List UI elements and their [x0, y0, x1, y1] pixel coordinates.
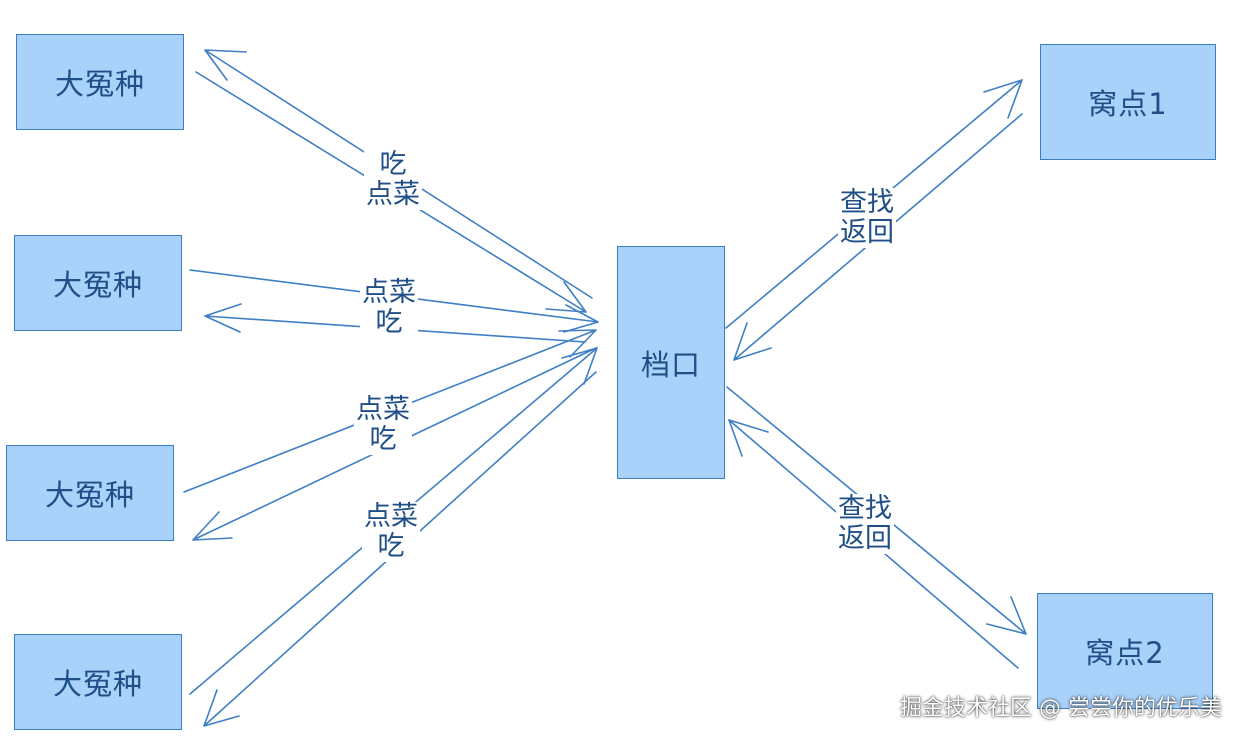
edge-label-line-1: 点菜 [356, 394, 410, 425]
edge-label-line-2: 点菜 [366, 179, 420, 210]
edge-label-kitchen-2: 查找 返回 [836, 494, 894, 554]
edge-label-line-1: 点菜 [362, 277, 416, 308]
edge-label-line-1: 点菜 [364, 501, 418, 532]
edge-label-line-1: 吃 [379, 149, 407, 180]
kitchen-node-1: 窝点1 [1040, 44, 1216, 160]
edge-label-customer-3: 点菜 吃 [354, 395, 412, 455]
edge-label-kitchen-1: 查找 返回 [838, 188, 896, 248]
edge-label-line-2: 返回 [838, 523, 892, 554]
edge-label-line-2: 吃 [375, 307, 403, 338]
watermark: 掘金技术社区 @ 尝尝你的优乐美 [900, 696, 1222, 721]
customer-node-4: 大冤种 [14, 634, 182, 730]
customer-node-1: 大冤种 [16, 34, 184, 130]
edge-label-line-2: 返回 [840, 217, 894, 248]
edge-label-customer-2: 点菜 吃 [360, 278, 418, 338]
edge-label-line-2: 吃 [369, 424, 397, 455]
edge-label-customer-4: 点菜 吃 [362, 502, 420, 562]
customer-node-3: 大冤种 [6, 445, 174, 541]
edge-label-customer-1: 吃 点菜 [364, 150, 422, 210]
edge-label-line-1: 查找 [840, 187, 894, 218]
stall-node: 档口 [617, 246, 725, 479]
edge-label-line-1: 查找 [838, 493, 892, 524]
kitchen-node-2: 窝点2 [1037, 593, 1213, 709]
customer-node-2: 大冤种 [14, 235, 182, 331]
edge-label-line-2: 吃 [377, 531, 405, 562]
